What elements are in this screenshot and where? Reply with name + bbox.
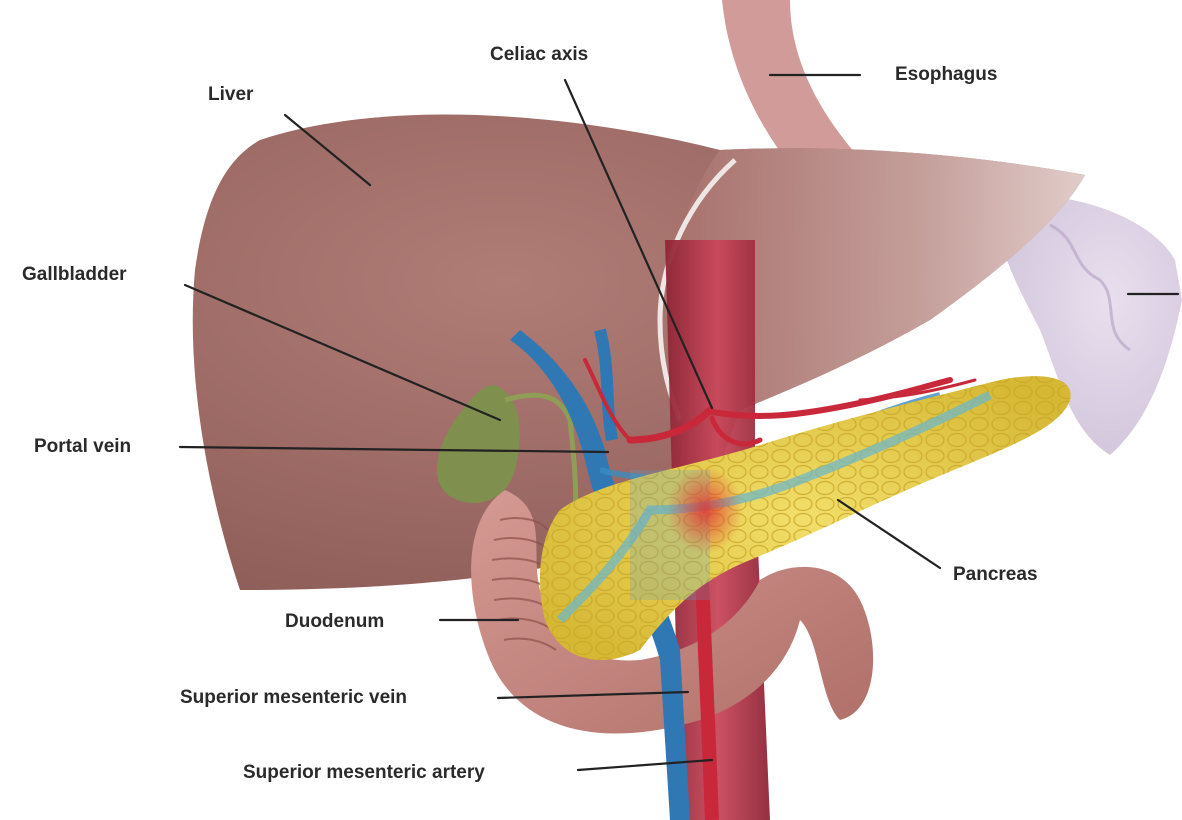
label-portal-vein: Portal vein xyxy=(34,436,131,457)
label-pancreas: Pancreas xyxy=(953,564,1038,585)
label-liver: Liver xyxy=(208,84,254,105)
label-superior-mesenteric-vein: Superior mesenteric vein xyxy=(180,687,407,708)
label-gallbladder: Gallbladder xyxy=(22,264,127,285)
label-duodenum: Duodenum xyxy=(285,611,384,632)
label-celiac-axis: Celiac axis xyxy=(490,44,588,65)
label-esophagus: Esophagus xyxy=(895,64,997,85)
tumor-hotspot xyxy=(667,466,743,554)
pancreas-leader xyxy=(838,500,940,568)
label-superior-mesenteric-artery: Superior mesenteric artery xyxy=(243,762,485,783)
